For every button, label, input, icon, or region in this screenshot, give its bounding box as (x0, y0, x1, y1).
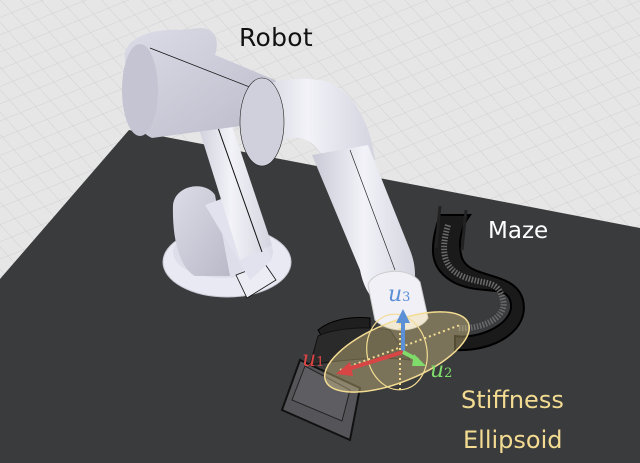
stiffness-label-line2: Ellipsoid (463, 426, 563, 454)
maze-model (280, 205, 525, 442)
table-surface (0, 130, 640, 463)
u1-arrow (344, 350, 404, 372)
axis-arrows (336, 309, 426, 376)
robot-label: Robot (239, 23, 314, 52)
u3-axis-label: u3 (388, 282, 411, 307)
u1-axis-label: u1 (302, 347, 325, 372)
maze-label: Maze (488, 218, 549, 244)
u2-axis-label: u2 (430, 358, 453, 383)
robot-arm (122, 28, 429, 331)
stiffness-label-line1: Stiffness (461, 386, 564, 414)
